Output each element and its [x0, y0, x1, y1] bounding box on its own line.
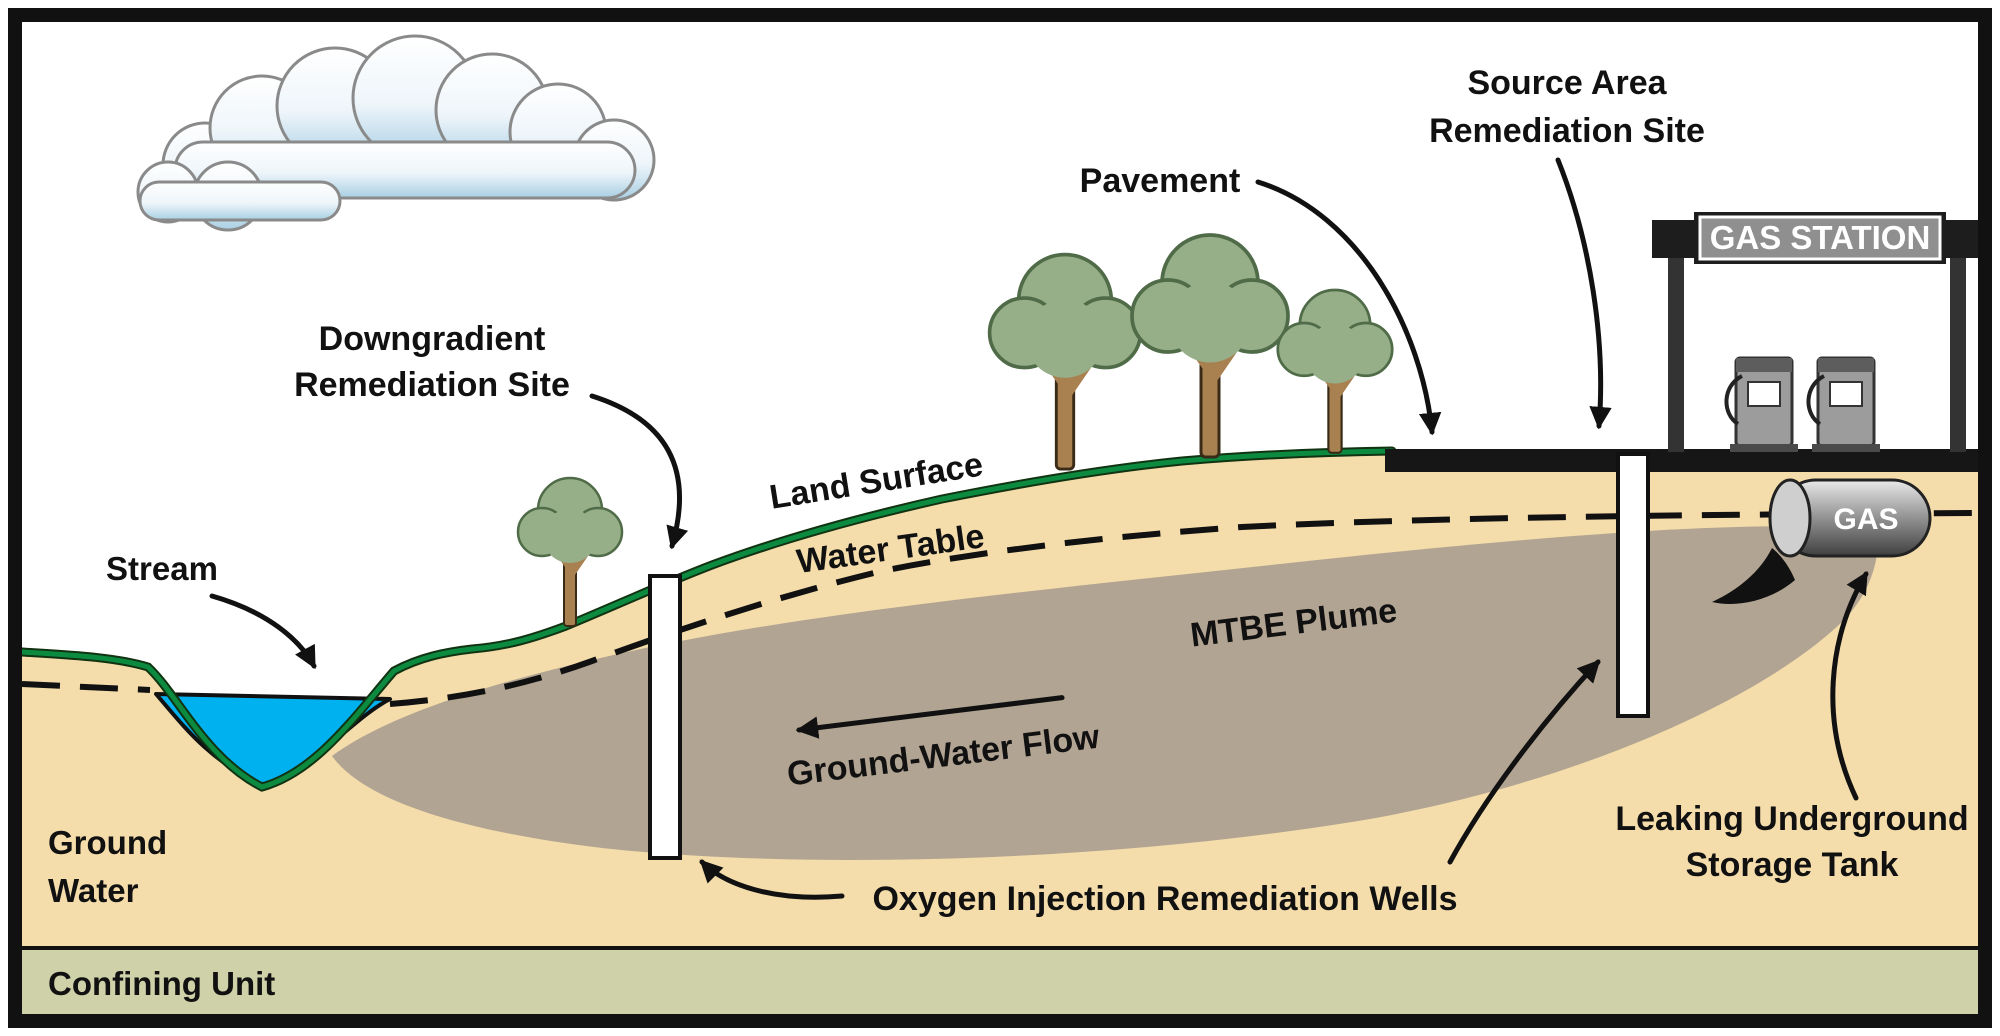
label-ground-line1: Ground [48, 824, 167, 861]
water-table-line [389, 510, 1979, 707]
label-leaking-line1: Leaking Underground [1615, 800, 1968, 838]
canopy-post-left [1668, 258, 1684, 452]
arrow-to-storage-tank [1830, 571, 1869, 801]
storage-tank: GAS [1768, 478, 1932, 558]
cloud-base [138, 180, 342, 222]
fuel-pump [1806, 356, 1880, 452]
diagram-border [8, 8, 1992, 1028]
groundwater-flow-arrow [795, 695, 1065, 739]
label-downgradient-line2: Remediation Site [294, 366, 570, 404]
mtbe-plume-region [332, 526, 1879, 861]
label-downgradient-line1: Downgradient [319, 320, 546, 358]
label-ground-line2: Water [48, 872, 139, 909]
gas-station-sign [1698, 215, 1942, 261]
pavement-surface [1385, 449, 1978, 472]
label-leaking-line2: Storage Tank [1686, 846, 1899, 884]
gas-station-sign-label: GAS STATION [1710, 219, 1931, 256]
arrow-to-oxygen-well-right [1447, 659, 1601, 865]
pump-hose [1806, 374, 1826, 426]
arrow-to-downgradient-well [589, 393, 689, 550]
arrow-to-stream [209, 593, 317, 669]
gas-tank-label: GAS [1833, 503, 1898, 536]
clouds [136, 34, 656, 232]
pump-hose [1724, 374, 1744, 426]
confining-unit-band [22, 948, 1978, 1014]
label-pavement: Pavement [1080, 162, 1241, 200]
arrow-to-oxygen-well-left [699, 859, 845, 900]
remediation-well-source [1616, 452, 1650, 718]
label-stream: Stream [106, 550, 218, 587]
fuel-pump [1724, 356, 1798, 452]
canopy-post-right [1950, 258, 1966, 452]
remediation-well-downgradient [648, 574, 682, 860]
arrow-to-pavement [1255, 179, 1442, 436]
label-oxygen-wells: Oxygen Injection Remediation Wells [872, 880, 1457, 918]
water-table-line-left [21, 681, 151, 693]
gas-station: GAS STATION [1652, 212, 1978, 452]
label-source-line2: Remediation Site [1429, 112, 1705, 150]
label-source-line1: Source Area [1467, 64, 1667, 102]
arrow-to-source-area [1555, 157, 1612, 430]
label-confining-unit: Confining Unit [48, 965, 275, 1002]
fuel-leak [1712, 548, 1795, 604]
